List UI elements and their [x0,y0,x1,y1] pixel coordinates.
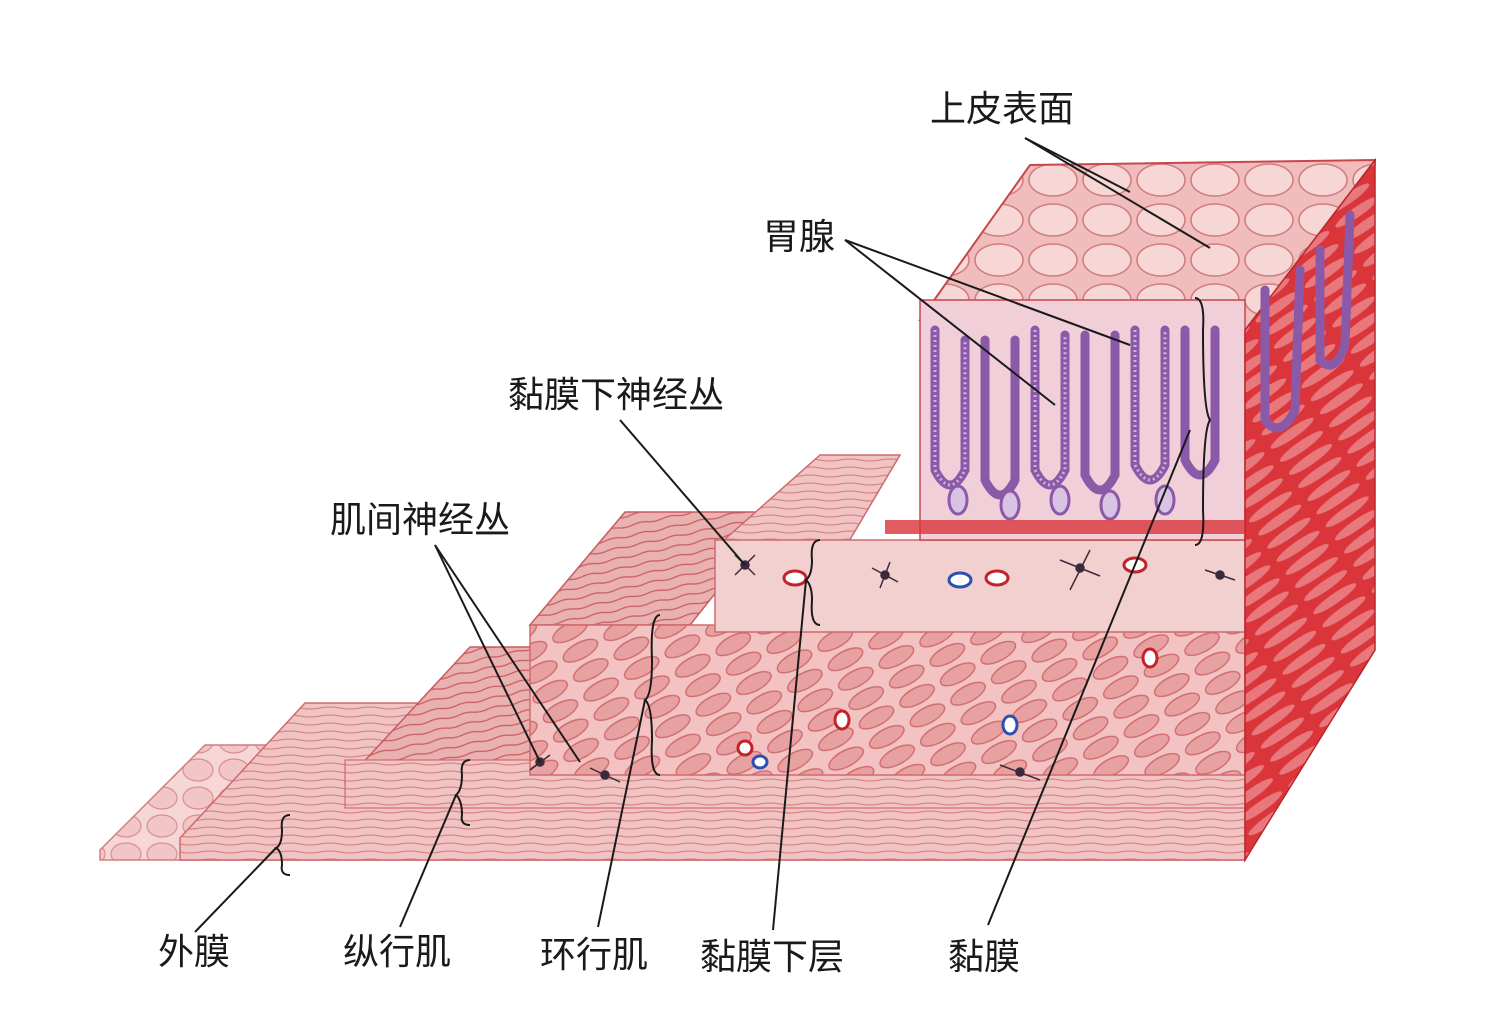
label-submucosa: 黏膜下层 [700,937,845,978]
label-gastric-glands: 胃腺 [763,217,836,258]
blood-vessels [736,556,1159,770]
gastric-gland-cells [933,330,1167,487]
submucosa-top [713,454,902,549]
nerve-plexus-cells [529,549,1236,783]
label-epithelial-surface: 上皮表面 [930,89,1075,130]
circular-muscle-front [529,624,1246,776]
gland-cross-sections [947,484,1176,521]
label-myenteric-plexus: 肌间神经丛 [330,500,511,541]
leader-lines [194,137,1211,933]
gastric-gland-loops [930,210,1355,500]
label-circular-muscle: 环行肌 [540,935,649,976]
label-submucosal-plexus: 黏膜下神经丛 [508,375,725,416]
muscularis-mucosae [885,520,1245,534]
label-longitudinal-muscle: 纵行肌 [343,932,452,973]
label-mucosa: 黏膜 [948,937,1021,978]
label-serosa: 外膜 [158,932,231,973]
